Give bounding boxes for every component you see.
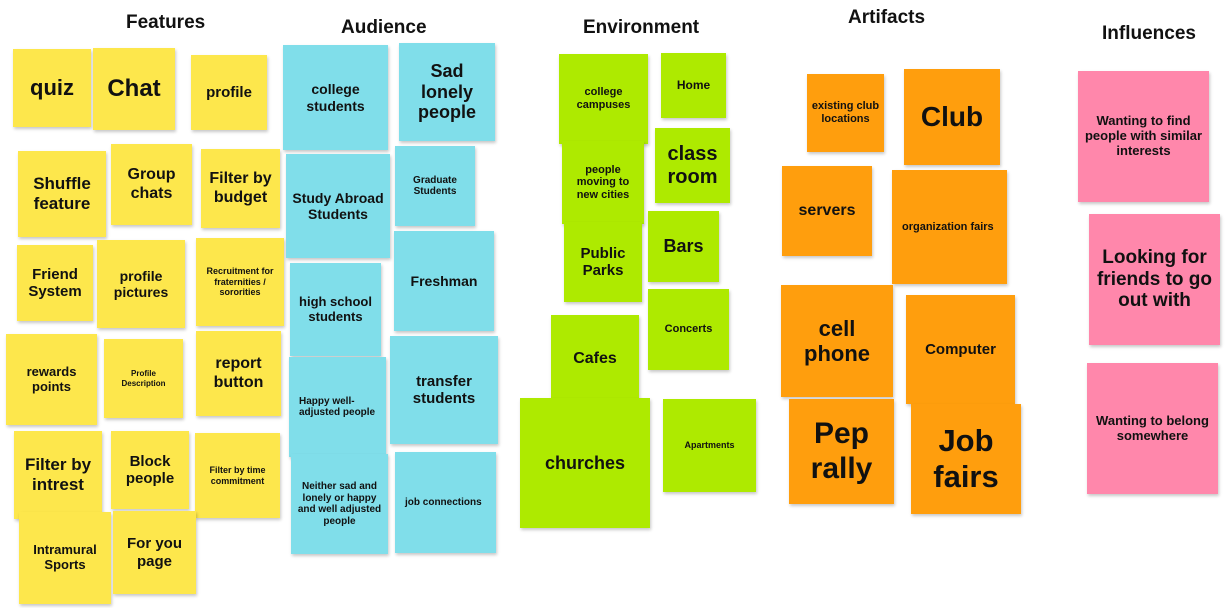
sticky-note-environment[interactable]: Public Parks <box>564 222 642 302</box>
sticky-note-feature[interactable]: Shuffle feature <box>18 151 106 237</box>
sticky-note-environment[interactable]: Apartments <box>663 399 756 492</box>
sticky-note-feature[interactable]: Chat <box>93 48 175 130</box>
sticky-note-environment[interactable]: Concerts <box>648 289 729 370</box>
heading-audience: Audience <box>341 17 427 38</box>
sticky-note-environment[interactable]: Bars <box>648 211 719 282</box>
heading-artifacts: Artifacts <box>848 7 926 28</box>
sticky-note-environment[interactable]: churches <box>520 398 650 528</box>
sticky-note-environment[interactable]: class room <box>655 128 730 203</box>
sticky-note-artifact[interactable]: organization fairs <box>892 170 1007 284</box>
sticky-note-audience[interactable]: Neither sad and lonely or happy and well… <box>291 454 388 554</box>
sticky-note-feature[interactable]: Filter by intrest <box>14 431 102 519</box>
sticky-note-feature[interactable]: Filter by budget <box>201 149 280 228</box>
sticky-note-feature[interactable]: report button <box>196 331 281 416</box>
sticky-note-environment[interactable]: people moving to new cities <box>562 141 644 224</box>
sticky-note-environment[interactable]: Home <box>661 53 726 118</box>
sticky-note-artifact[interactable]: Club <box>904 69 1000 165</box>
sticky-note-audience[interactable]: Study Abroad Students <box>286 154 390 258</box>
heading-influences: Influences <box>1102 23 1196 44</box>
sticky-note-artifact[interactable]: Pep rally <box>789 399 894 504</box>
sticky-note-environment[interactable]: college campuses <box>559 54 648 144</box>
sticky-note-feature[interactable]: Filter by time commitment <box>195 433 280 518</box>
sticky-note-artifact[interactable]: cell phone <box>781 285 893 397</box>
sticky-note-audience[interactable]: high school students <box>290 263 381 356</box>
sticky-note-feature[interactable]: Profile Description <box>104 339 183 418</box>
sticky-note-feature[interactable]: Group chats <box>111 144 192 225</box>
sticky-note-feature[interactable]: profile <box>191 55 267 130</box>
sticky-note-feature[interactable]: Recruitment for fraternities / sororitie… <box>196 238 284 326</box>
heading-environment: Environment <box>583 17 700 38</box>
sticky-note-artifact[interactable]: existing club locations <box>807 74 884 152</box>
sticky-note-audience[interactable]: college students <box>283 45 388 150</box>
sticky-note-audience[interactable]: Freshman <box>394 231 494 331</box>
sticky-note-artifact[interactable]: Computer <box>906 295 1015 404</box>
heading-features: Features <box>126 12 206 33</box>
sticky-note-feature[interactable]: Block people <box>111 431 189 509</box>
sticky-note-audience[interactable]: transfer students <box>390 336 498 444</box>
sticky-note-feature[interactable]: Intramural Sports <box>19 512 111 604</box>
sticky-note-feature[interactable]: rewards points <box>6 334 97 425</box>
sticky-note-artifact[interactable]: Job fairs <box>911 404 1021 514</box>
sticky-note-influence[interactable]: Wanting to belong somewhere <box>1087 363 1218 494</box>
sticky-note-feature[interactable]: For you page <box>113 511 196 594</box>
sticky-note-feature[interactable]: Friend System <box>17 245 93 321</box>
sticky-note-environment[interactable]: Cafes <box>551 315 639 403</box>
sticky-note-influence[interactable]: Wanting to find people with similar inte… <box>1078 71 1209 202</box>
sticky-note-feature[interactable]: quiz <box>13 49 91 127</box>
sticky-note-influence[interactable]: Looking for friends to go out with <box>1089 214 1220 345</box>
sticky-note-audience[interactable]: Happy well-adjusted people <box>289 357 386 457</box>
sticky-note-artifact[interactable]: servers <box>782 166 872 256</box>
sticky-note-feature[interactable]: profile pictures <box>97 240 185 328</box>
sticky-note-audience[interactable]: Graduate Students <box>395 146 475 226</box>
sticky-note-audience[interactable]: Sad lonely people <box>399 43 495 141</box>
sticky-note-audience[interactable]: job connections <box>395 452 496 553</box>
